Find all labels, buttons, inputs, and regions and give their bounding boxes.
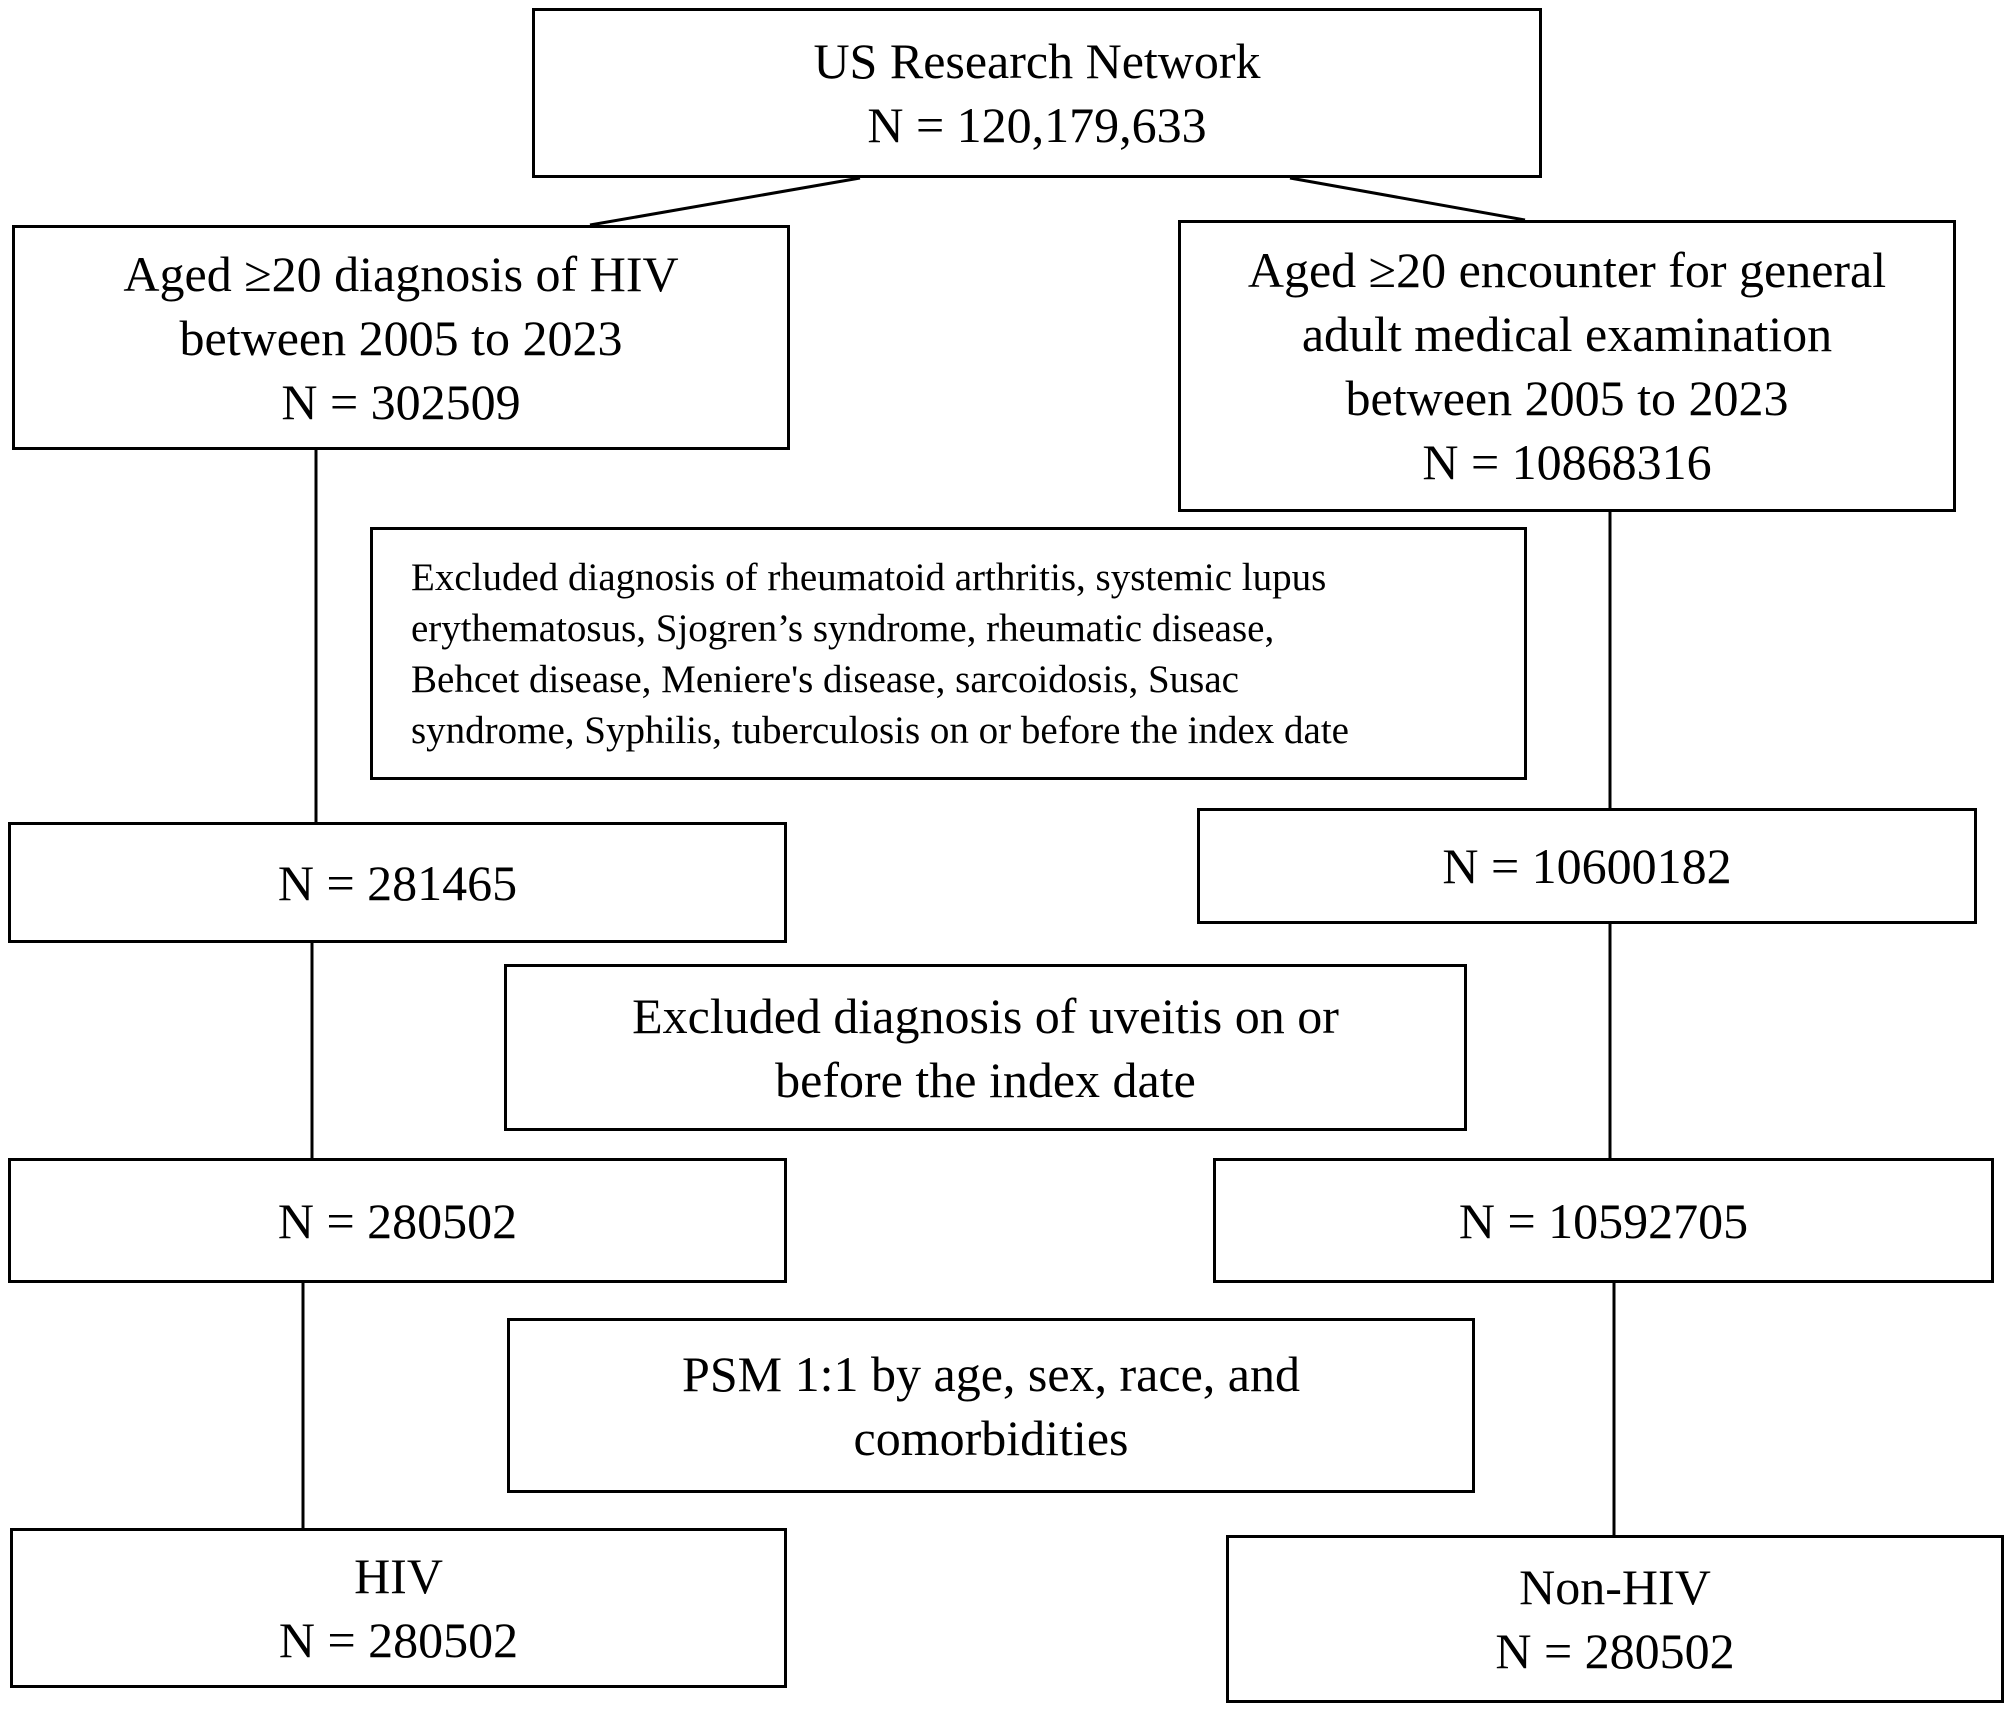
box-us-research-network: US Research Network N = 120,179,633 (532, 8, 1542, 178)
box-hiv-final-cohort: HIV N = 280502 (10, 1528, 787, 1688)
box-line: syndrome, Syphilis, tuberculosis on or b… (411, 708, 1349, 752)
box-line: N = 120,179,633 (867, 97, 1207, 153)
box-line: before the index date (775, 1051, 1196, 1108)
box-line: between 2005 to 2023 (179, 309, 623, 366)
box-line: HIV (354, 1548, 443, 1604)
box-line: Excluded diagnosis of uveitis on or (632, 987, 1339, 1044)
box-line: Non-HIV (1519, 1559, 1711, 1615)
box-line: N = 280502 (1495, 1623, 1735, 1679)
box-line: N = 10592705 (1458, 1192, 1749, 1249)
connector-top-to-hiv (589, 176, 861, 227)
box-line: Aged ≥20 diagnosis of HIV (123, 245, 679, 302)
box-line: Excluded diagnosis of rheumatoid arthrit… (411, 555, 1327, 599)
box-line: between 2005 to 2023 (1345, 370, 1789, 426)
box-hiv-cohort-start: Aged ≥20 diagnosis of HIV between 2005 t… (12, 225, 790, 450)
connector-top-to-control (1289, 176, 1526, 222)
box-line: erythematosus, Sjogren’s syndrome, rheum… (411, 606, 1275, 650)
box-line: Behcet disease, Meniere's disease, sarco… (411, 657, 1239, 701)
box-line: N = 302509 (281, 373, 521, 430)
box-control-after-exclusion-1: N = 10600182 (1197, 808, 1977, 924)
box-line: adult medical examination (1301, 306, 1833, 362)
box-line: N = 281465 (277, 854, 518, 911)
box-control-after-exclusion-2: N = 10592705 (1213, 1158, 1994, 1283)
box-propensity-score-matching: PSM 1:1 by age, sex, race, and comorbidi… (507, 1318, 1475, 1493)
box-line: US Research Network (813, 33, 1261, 89)
box-hiv-after-exclusion-1: N = 281465 (8, 822, 787, 943)
box-line: PSM 1:1 by age, sex, race, and (682, 1345, 1300, 1402)
box-exclusion-uveitis: Excluded diagnosis of uveitis on or befo… (504, 964, 1467, 1131)
box-non-hiv-final-cohort: Non-HIV N = 280502 (1226, 1535, 2004, 1703)
box-line: Aged ≥20 encounter for general (1247, 242, 1887, 298)
box-line: N = 10868316 (1422, 434, 1712, 490)
box-hiv-after-exclusion-2: N = 280502 (8, 1158, 787, 1283)
box-line: N = 10600182 (1442, 838, 1732, 894)
box-line: comorbidities (853, 1409, 1129, 1466)
box-exclusion-autoimmune: Excluded diagnosis of rheumatoid arthrit… (370, 527, 1527, 780)
box-control-cohort-start: Aged ≥20 encounter for general adult med… (1178, 220, 1956, 512)
box-line: N = 280502 (277, 1192, 518, 1249)
box-line: N = 280502 (278, 1612, 519, 1668)
